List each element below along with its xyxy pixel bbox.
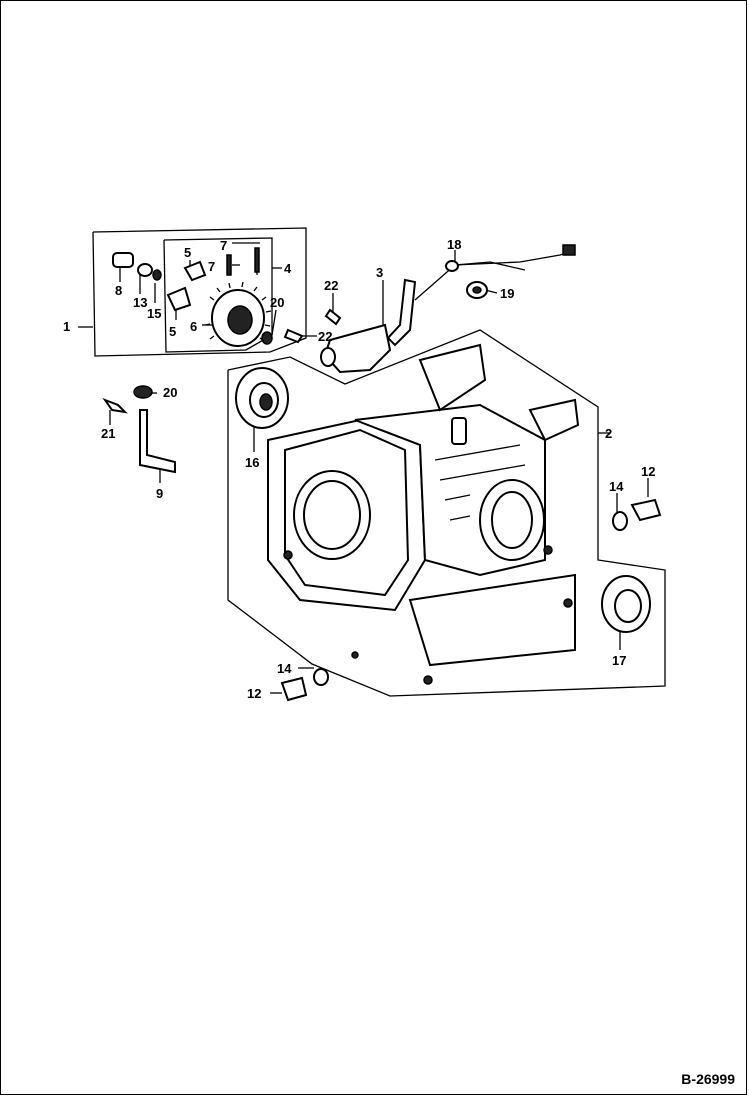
nut-19 [466, 281, 488, 299]
callout-5-bottom: 5 [169, 324, 176, 339]
callout-20-left: 20 [163, 385, 177, 400]
crankcase-group-outline [227, 329, 666, 697]
callout-20-top: 20 [270, 295, 284, 310]
callout-18: 18 [447, 237, 461, 252]
governor-shaft-9 [102, 385, 176, 474]
crankcase-drawing [267, 343, 580, 685]
callout-4: 4 [284, 261, 292, 276]
callout-6: 6 [190, 319, 197, 334]
callout-12-bottom: 12 [247, 686, 261, 701]
callout-5-top: 5 [184, 245, 191, 260]
callout-19: 19 [500, 286, 514, 301]
callout-14-bottom: 14 [277, 661, 292, 676]
callout-2: 2 [605, 426, 612, 441]
callout-21: 21 [101, 426, 115, 441]
callout-14-right: 14 [609, 479, 624, 494]
callout-22-top: 22 [324, 278, 338, 293]
callout-labels: 1 2 3 4 5 5 6 7 7 8 9 12 12 13 14 14 15 … [63, 237, 655, 701]
callout-16: 16 [245, 455, 259, 470]
wire-18 [414, 244, 576, 301]
governor-subgroup-outline [163, 237, 273, 353]
reference-code: B-26999 [681, 1071, 735, 1087]
callout-17: 17 [612, 653, 626, 668]
callout-7-bottom: 7 [208, 259, 215, 274]
callout-22-mid: 22 [318, 329, 332, 344]
callout-1: 1 [63, 319, 70, 334]
bearing-16 [235, 367, 289, 429]
callout-9: 9 [156, 486, 163, 501]
governor-parts [112, 247, 342, 347]
bolts-washers [280, 498, 662, 702]
callout-3: 3 [376, 265, 383, 280]
oil-seal-17 [601, 575, 651, 633]
breather-tube-3 [320, 278, 417, 374]
callout-15: 15 [147, 306, 161, 321]
callout-8: 8 [115, 283, 122, 298]
callout-7-top: 7 [220, 238, 227, 253]
governor-group-outline [92, 227, 307, 357]
callout-13: 13 [133, 295, 147, 310]
callout-12-right: 12 [641, 464, 655, 479]
